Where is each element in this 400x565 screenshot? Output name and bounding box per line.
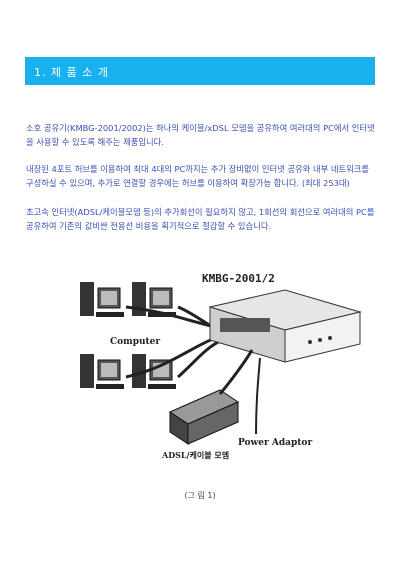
device-label: KMBG-2001/2 <box>202 272 275 285</box>
router-device <box>208 289 362 363</box>
power-label: Power Adaptor <box>238 438 312 448</box>
network-diagram: Computer KMBG-2001/2 ADSL/케이블 모뎀 Power A… <box>80 272 362 460</box>
computer-bottom-right <box>132 354 176 389</box>
section-title: 1. 제 품 소 개 <box>34 66 109 79</box>
section-title-bar: 1. 제 품 소 개 <box>25 57 375 85</box>
figure-caption: (그 림 1) <box>184 491 216 500</box>
power-cable <box>255 357 261 435</box>
computer-label: Computer <box>110 337 160 347</box>
computer-bottom-left <box>80 354 124 389</box>
paragraph-cost: 초고속 인터넷(ADSL/케이블모뎀 등)의 추가회선이 필요하지 않고, 1회… <box>26 207 375 231</box>
paragraph-intro: 소호 공유기(KMBG-2001/2002)는 하나의 케이블/xDSL 모뎀을… <box>26 123 375 147</box>
paragraph-hub: 내장된 4포트 허브를 이용하여 최대 4대의 PC까지는 추가 장비없이 인터… <box>26 164 370 188</box>
modem-label: ADSL/케이블 모뎀 <box>161 450 229 460</box>
computer-top-left <box>80 282 124 317</box>
modem-device <box>168 349 254 445</box>
